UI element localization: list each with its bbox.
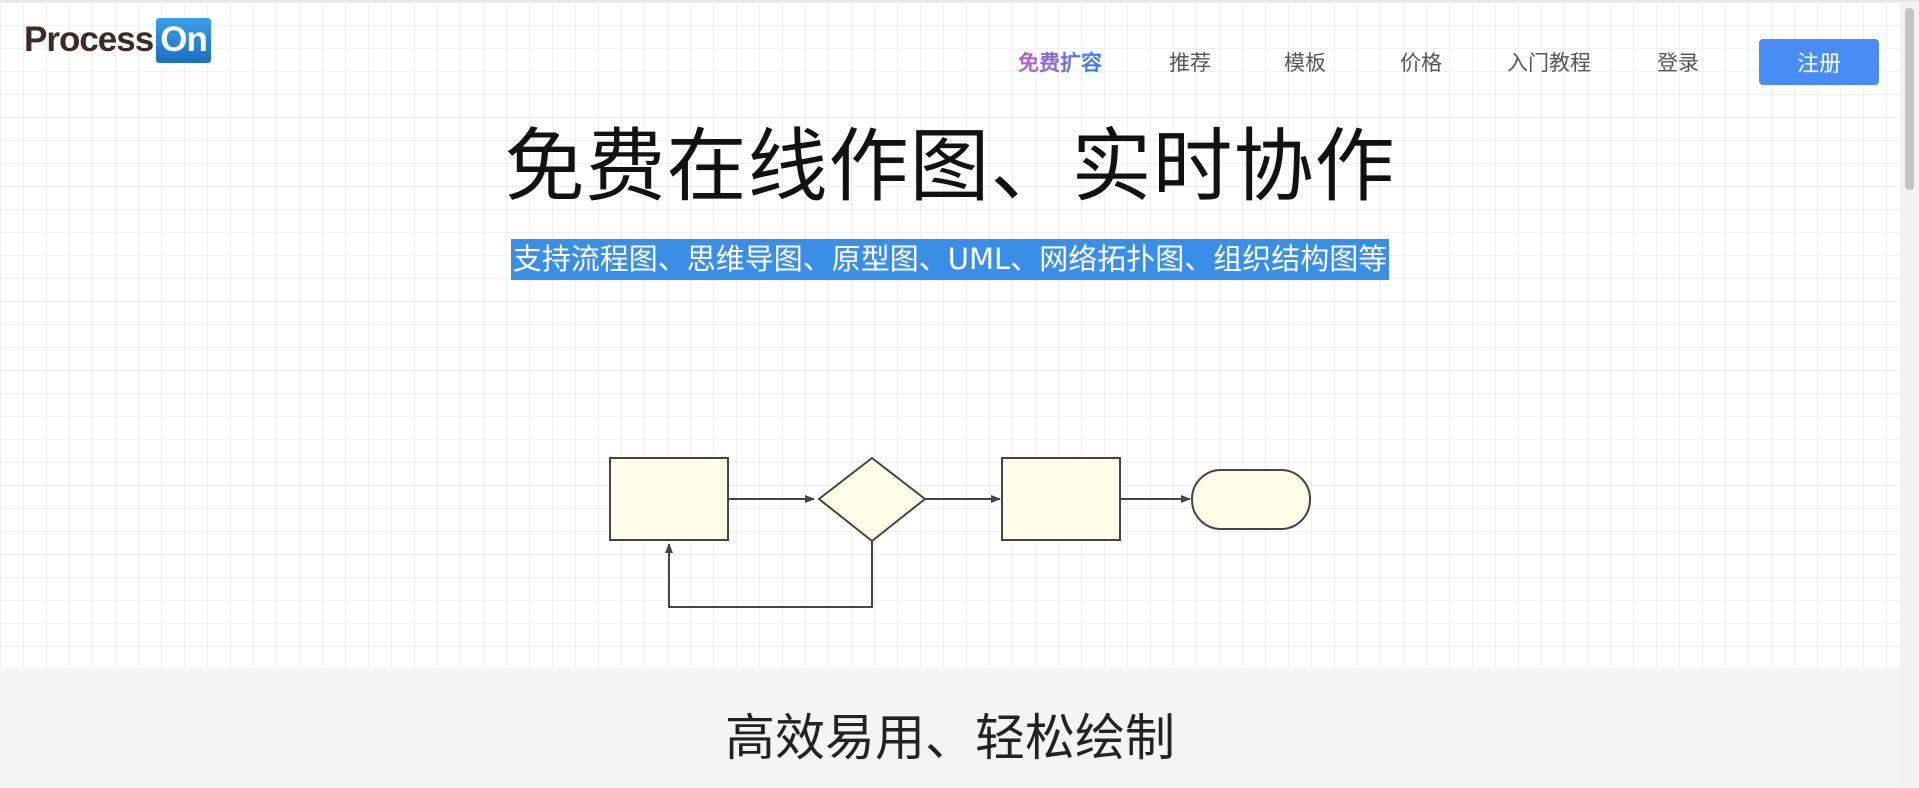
nav-templates[interactable]: 模板: [1284, 51, 1326, 75]
flowchart-process-box-2: [1001, 457, 1121, 541]
hero-title: 免费在线作图、实时协作: [504, 120, 1396, 213]
logo-text-process: Process: [24, 20, 154, 59]
nav-login[interactable]: 登录: [1657, 51, 1699, 75]
scrollbar-thumb[interactable]: [1905, 8, 1914, 190]
flowchart-process-box-1: [609, 457, 729, 541]
flowchart-decision-diamond: [817, 456, 927, 543]
processon-logo[interactable]: Process On: [24, 16, 211, 64]
features-section: 高效易用、轻松绘制: [0, 668, 1900, 788]
nav-tutorial[interactable]: 入门教程: [1507, 51, 1591, 75]
nav-free-expansion[interactable]: 免费扩容: [1018, 47, 1102, 77]
flowchart-loop-arrow: [665, 541, 873, 608]
logo-text-on: On: [156, 17, 211, 63]
hero-subtitle: 支持流程图、思维导图、原型图、UML、网络拓扑图、组织结构图等: [510, 239, 1390, 280]
register-button[interactable]: 注册: [1759, 39, 1879, 85]
features-title: 高效易用、轻松绘制: [725, 709, 1175, 767]
top-nav: 免费扩容 推荐 模板 价格 入门教程 登录 注册: [0, 39, 1900, 85]
nav-recommend[interactable]: 推荐: [1169, 51, 1211, 75]
flowchart-terminator: [1191, 469, 1311, 530]
flowchart-illustration: [609, 456, 1311, 608]
nav-pricing[interactable]: 价格: [1400, 51, 1442, 75]
hero-section: Process On 免费扩容 推荐 模板 价格 入门教程 登录 注册 免费在线…: [0, 2, 1900, 668]
vertical-scrollbar[interactable]: [1900, 2, 1919, 788]
hero-subtitle-wrap: 支持流程图、思维导图、原型图、UML、网络拓扑图、组织结构图等: [0, 239, 1900, 280]
